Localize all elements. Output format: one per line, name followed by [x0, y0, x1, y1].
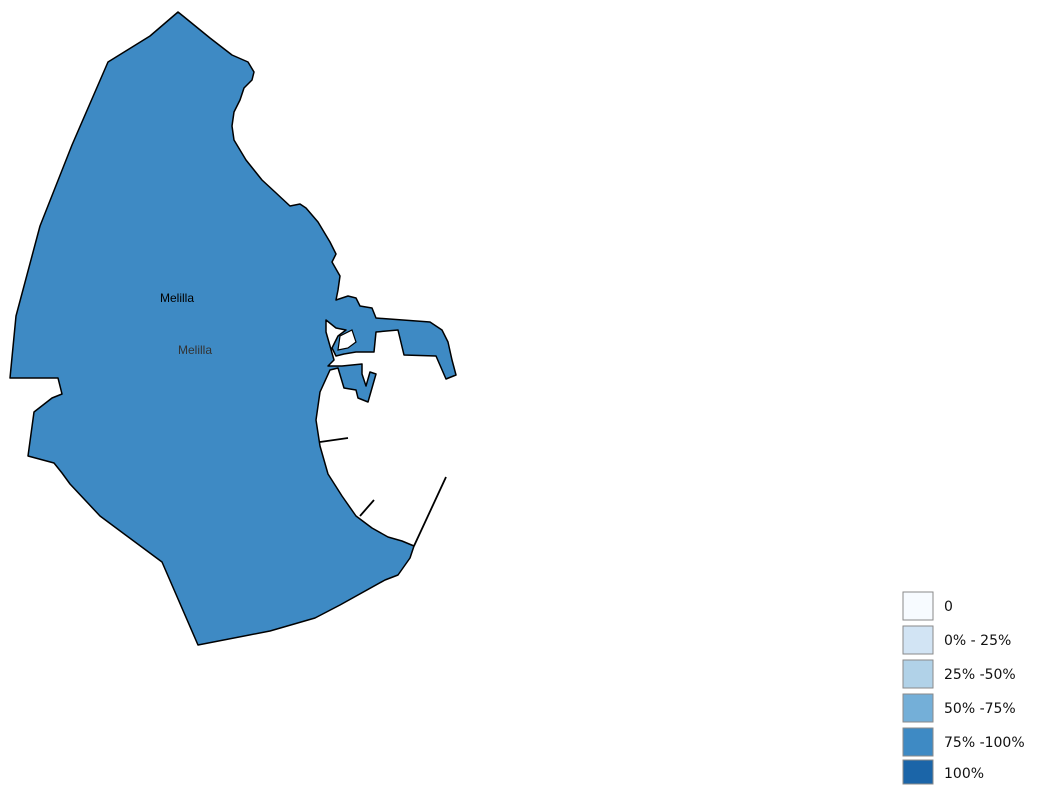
legend-label-2: 25% -50% — [944, 667, 1016, 683]
legend-label-5: 100% — [944, 766, 984, 782]
legend-swatch-3 — [902, 693, 934, 723]
region-label: Melilla — [160, 291, 194, 305]
breakwater-line-3 — [413, 476, 447, 547]
legend-swatch-5 — [902, 759, 934, 785]
legend: 0 0% - 25% 25% -50% 50% -75% 75% -100% 1… — [902, 591, 1025, 785]
legend-label-4: 75% -100% — [944, 735, 1025, 751]
region-sublabel: Melilla — [178, 343, 212, 357]
breakwater-line-2 — [359, 499, 375, 517]
harbour-inlet — [337, 329, 357, 351]
legend-swatch-0 — [902, 591, 934, 621]
legend-swatch-4 — [902, 727, 934, 757]
breakwater-line-1 — [319, 437, 349, 443]
legend-label-3: 50% -75% — [944, 701, 1016, 717]
legend-label-0: 0 — [944, 599, 953, 615]
legend-label-1: 0% - 25% — [944, 633, 1011, 649]
melilla-region[interactable] — [9, 11, 457, 646]
legend-swatch-2 — [902, 659, 934, 689]
legend-swatch-1 — [902, 625, 934, 655]
